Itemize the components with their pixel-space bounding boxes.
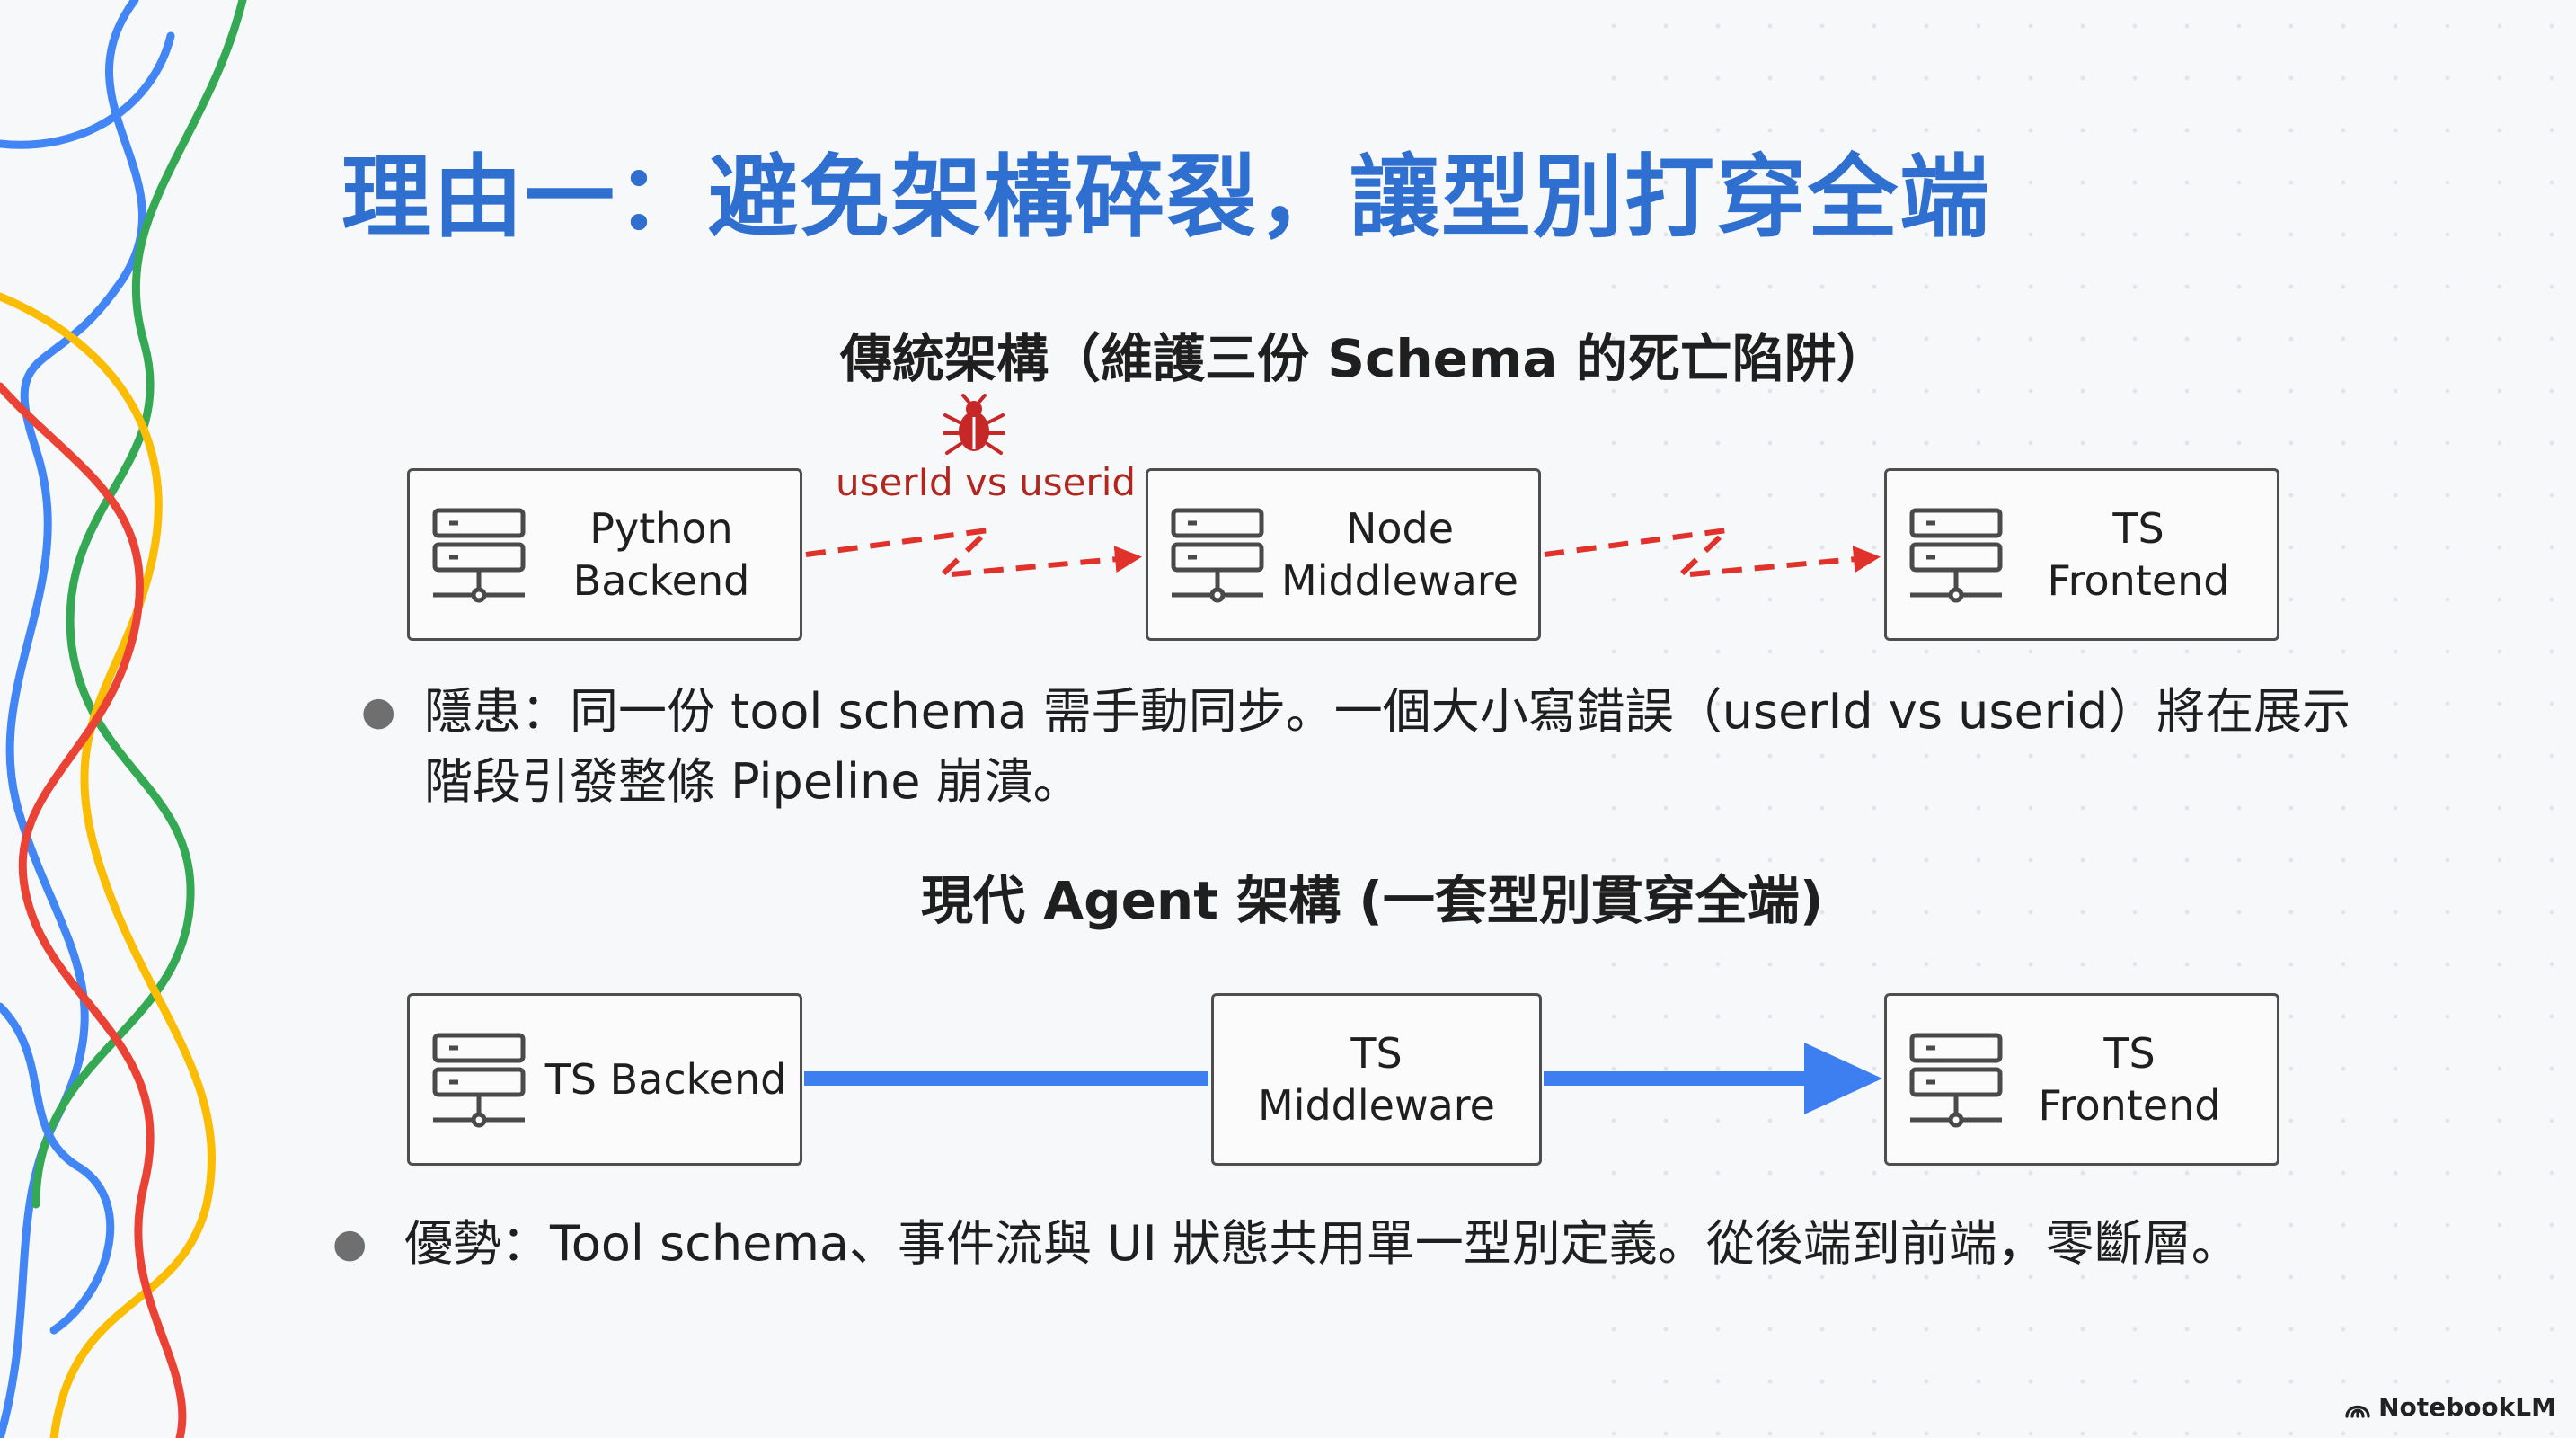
page-title: 理由一：避免架構碎裂，讓型別打穿全端 <box>341 145 1991 250</box>
brand-label: NotebookLM <box>2378 1392 2556 1422</box>
server-icon <box>432 1033 526 1128</box>
case-mismatch-warning: userId vs userid <box>836 460 1137 504</box>
bullet-dot-icon: ● <box>332 1221 367 1266</box>
node-label: Node Middleware <box>1281 504 1518 605</box>
python-backend-node: Python Backend <box>407 468 802 641</box>
node-label: TS Frontend <box>2047 504 2230 605</box>
ts-frontend-node: TS Frontend <box>1884 468 2279 641</box>
ts-middleware-node: TS Middleware <box>1211 993 1542 1166</box>
server-icon <box>432 508 526 603</box>
server-icon <box>1909 508 2003 603</box>
notebooklm-branding: NotebookLM <box>2344 1392 2556 1422</box>
ts-frontend-node: TS Frontend <box>1884 993 2279 1166</box>
bug-icon <box>943 394 1005 455</box>
traditional-architecture-heading: 傳統架構（維護三份 Schema 的死亡陷阱） <box>840 328 1889 389</box>
node-middleware-node: Node Middleware <box>1146 468 1541 641</box>
node-label: TS Frontend <box>2038 1029 2221 1130</box>
node-label: TS Backend <box>544 1055 787 1104</box>
server-icon <box>1171 508 1264 603</box>
dot-grid-background <box>1588 0 2576 1438</box>
ts-backend-node: TS Backend <box>407 993 802 1166</box>
decorative-squiggles <box>0 0 247 1438</box>
risk-bullet-text: 隱患：同一份 tool schema 需手動同步。一個大小寫錯誤（userId … <box>424 683 2351 810</box>
advantage-bullet: ● 優勢：Tool schema、事件流與 UI 狀態共用單一型別定義。從後端到… <box>332 1209 2381 1279</box>
broken-link-arrow <box>805 526 1142 579</box>
node-label: TS Middleware <box>1258 1029 1495 1130</box>
modern-architecture-heading: 現代 Agent 架構 (一套型別貫穿全端) <box>921 870 1824 931</box>
notebooklm-logo-icon <box>2345 1405 2370 1418</box>
risk-bullet: ● 隱患：同一份 tool schema 需手動同步。一個大小寫錯誤（userI… <box>361 677 2365 817</box>
advantage-bullet-text: 優勢：Tool schema、事件流與 UI 狀態共用單一型別定義。從後端到前端… <box>404 1215 2240 1272</box>
server-icon <box>1909 1033 2003 1128</box>
bullet-dot-icon: ● <box>361 688 396 734</box>
node-label: Python Backend <box>572 504 750 605</box>
